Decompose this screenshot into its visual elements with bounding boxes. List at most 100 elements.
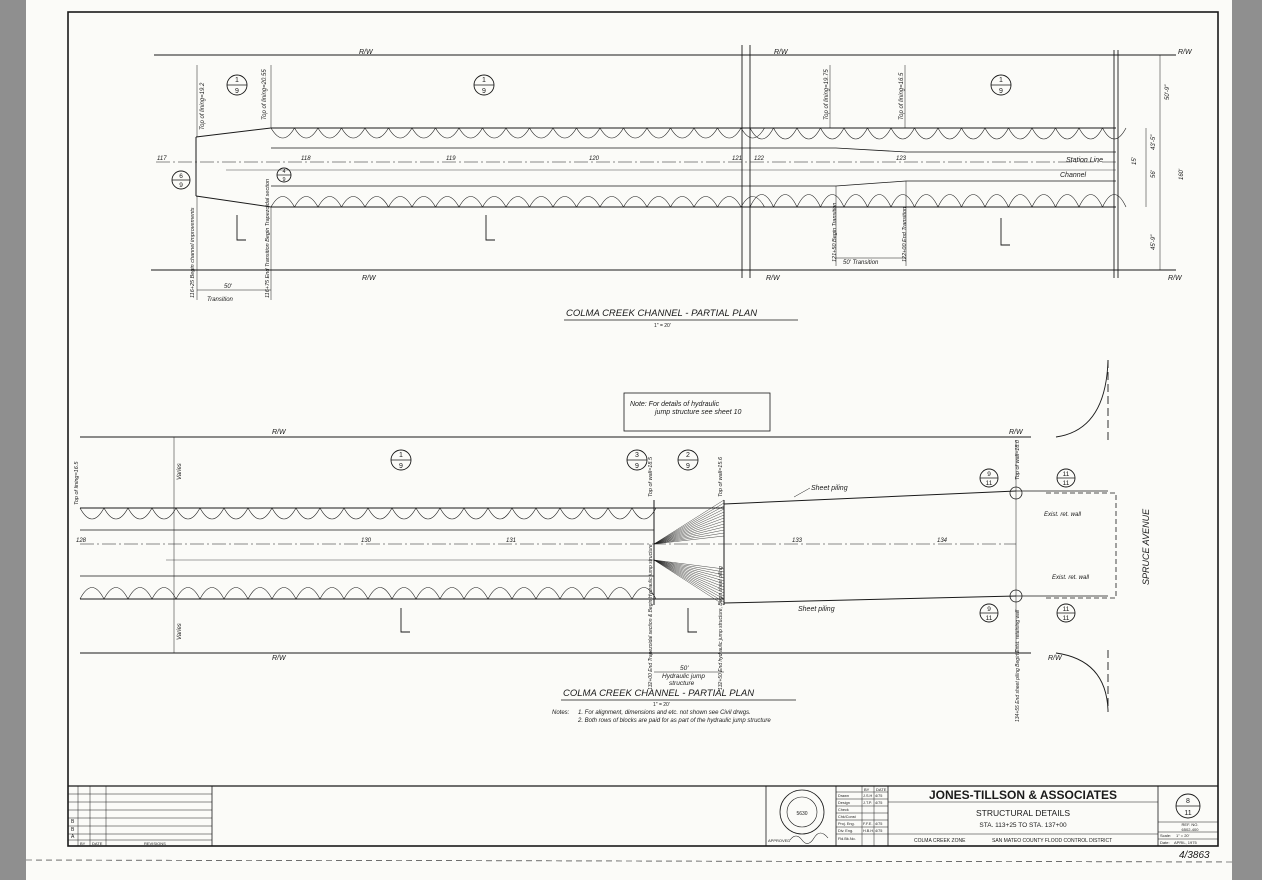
lining-block xyxy=(535,587,561,600)
hatch-line xyxy=(653,559,725,579)
svg-text:130: 130 xyxy=(361,538,372,544)
lining-block xyxy=(415,507,441,520)
svg-text:DATE: DATE xyxy=(92,841,103,846)
lining-block xyxy=(127,587,153,600)
svg-text:4/75: 4/75 xyxy=(875,822,882,826)
svg-text:Top of lining=16.5: Top of lining=16.5 xyxy=(899,72,905,120)
section-ref-marker: 1 9 xyxy=(226,74,248,96)
svg-text:Varies: Varies xyxy=(177,463,183,480)
svg-text:116+25 Begin channel improveme: 116+25 Begin channel improvements xyxy=(190,207,196,298)
lining-block xyxy=(1078,194,1103,208)
svg-text:11: 11 xyxy=(986,615,993,622)
svg-text:6: 6 xyxy=(179,173,183,180)
hatch-line xyxy=(653,559,725,582)
svg-text:Design: Design xyxy=(838,801,850,805)
svg-text:Top of lining=16.5: Top of lining=16.5 xyxy=(74,461,80,505)
sheet-total: 11 xyxy=(1184,810,1191,817)
svg-text:128: 128 xyxy=(76,538,87,544)
svg-text:117: 117 xyxy=(157,156,167,162)
street-label: SPRUCE AVENUE xyxy=(1141,508,1151,585)
rw-label: R/W xyxy=(774,49,789,56)
lining-block xyxy=(223,507,249,520)
lining-block xyxy=(961,127,986,140)
svg-text:Hydraulic jump: Hydraulic jump xyxy=(662,673,705,680)
svg-text:134: 134 xyxy=(937,538,948,544)
lining-block xyxy=(1055,127,1080,140)
lining-block xyxy=(317,127,342,139)
lining-block xyxy=(740,196,765,208)
bottom-plan-title: COLMA CREEK CHANNEL - PARTIAL PLAN xyxy=(563,688,754,699)
lining-block xyxy=(294,196,319,208)
svg-text:131: 131 xyxy=(506,538,516,544)
lining-block xyxy=(599,196,624,208)
lining-block xyxy=(294,127,319,139)
lining-block xyxy=(271,507,297,520)
lining-block xyxy=(773,194,798,208)
lining-block xyxy=(773,127,798,140)
svg-text:Chk/Const: Chk/Const xyxy=(838,815,857,819)
station-range: STA. 113+25 TO STA. 137+00 xyxy=(979,822,1067,829)
lining-block xyxy=(319,507,345,520)
lining-block xyxy=(487,507,513,520)
svg-text:121: 121 xyxy=(732,156,742,162)
svg-text:R/W: R/W xyxy=(272,429,287,436)
lining-block xyxy=(576,127,601,139)
rw-label: R/W xyxy=(362,275,377,282)
sheet-number: 8 xyxy=(1186,798,1190,805)
lining-block xyxy=(439,507,465,520)
lining-block xyxy=(439,587,465,600)
svg-text:9: 9 xyxy=(179,182,183,189)
svg-text:120: 120 xyxy=(589,156,600,162)
lining-block xyxy=(984,194,1009,208)
svg-text:J.S.H: J.S.H xyxy=(863,794,873,798)
svg-text:11: 11 xyxy=(1063,615,1070,622)
lining-block xyxy=(343,587,369,600)
lining-block xyxy=(317,196,342,208)
svg-text:9: 9 xyxy=(999,88,1003,95)
svg-text:9: 9 xyxy=(282,177,285,183)
rw-label: R/W xyxy=(359,49,374,56)
svg-text:Top of lining=19.75: Top of lining=19.75 xyxy=(824,69,830,120)
svg-text:Scale:: Scale: xyxy=(1160,833,1171,838)
lining-block xyxy=(529,127,554,139)
lining-block xyxy=(552,127,577,139)
drawing-title: STRUCTURAL DETAILS xyxy=(976,808,1070,818)
hatch-line xyxy=(653,559,725,603)
svg-text:4/75: 4/75 xyxy=(875,794,882,798)
hatch-line xyxy=(653,559,725,576)
section-ref-marker: 6 9 xyxy=(171,170,191,190)
rw-label: R/W xyxy=(1168,275,1183,282)
drawing-sheet: R/W R/W R/W R/W R/W R/W 117 118 119 120 … xyxy=(26,0,1232,880)
rw-label: R/W xyxy=(1178,49,1193,56)
svg-text:Top of wall=18.5: Top of wall=18.5 xyxy=(648,456,654,497)
lining-block xyxy=(199,587,225,600)
lining-block xyxy=(487,587,513,600)
lining-block xyxy=(319,587,345,600)
section-ref-marker: 9 11 xyxy=(979,468,999,488)
lining-block xyxy=(1031,127,1056,140)
lining-block xyxy=(890,127,915,140)
svg-text:Exist. ret. wall: Exist. ret. wall xyxy=(1052,575,1090,581)
lining-block xyxy=(937,127,962,140)
lining-block xyxy=(749,194,774,208)
lining-block xyxy=(717,196,742,208)
hydraulic-jump-note: Note: For details of hydraulic jump stru… xyxy=(623,392,771,432)
lining-block xyxy=(937,194,962,208)
lining-block xyxy=(890,194,915,208)
svg-text:1" = 20': 1" = 20' xyxy=(1176,833,1190,838)
lining-block xyxy=(127,507,153,520)
lining-block xyxy=(295,587,321,600)
lining-block xyxy=(505,127,530,139)
section-ref-marker: 1 9 xyxy=(390,449,412,471)
svg-text:121+50 Begin Transition: 121+50 Begin Transition xyxy=(832,203,838,262)
hatch-line xyxy=(653,535,725,545)
svg-text:R/W: R/W xyxy=(1009,429,1024,436)
lining-block xyxy=(103,587,129,600)
lining-block xyxy=(535,507,561,520)
lining-block xyxy=(867,127,892,140)
hatch-line xyxy=(653,514,725,545)
lining-block xyxy=(364,196,389,208)
lining-block xyxy=(1008,127,1033,140)
lining-block xyxy=(415,587,441,600)
